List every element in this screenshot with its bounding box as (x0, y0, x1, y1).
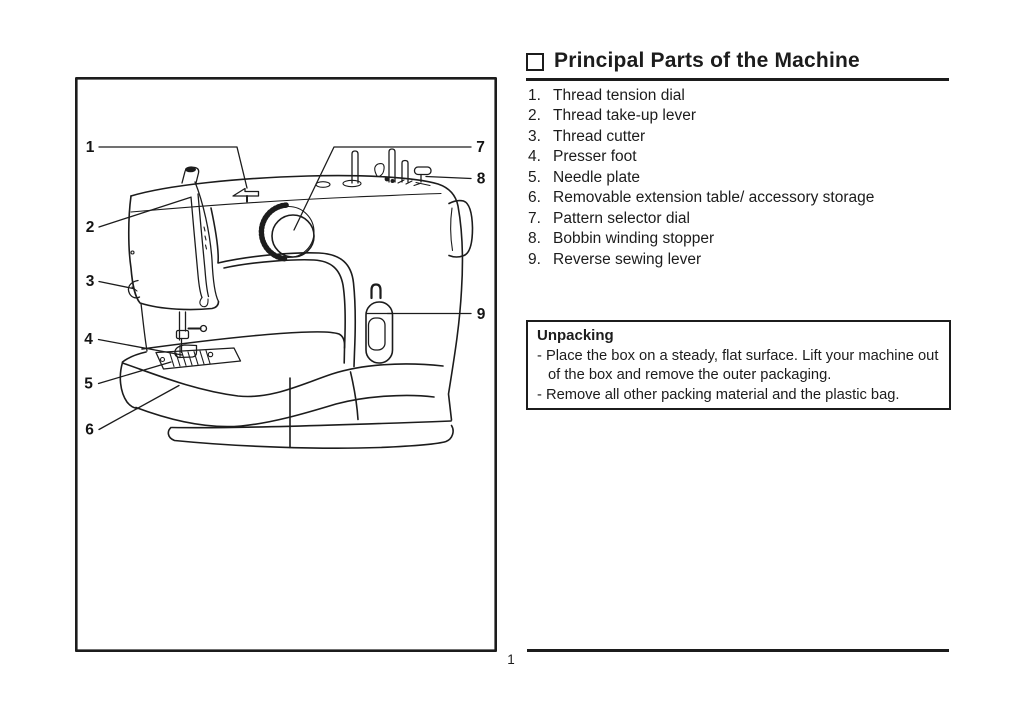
handle-slot (315, 181, 331, 188)
item-label: Needle plate (553, 168, 641, 186)
section-checkbox-icon (526, 52, 544, 71)
unpacking-box: Unpacking - Place the box on a steady, f… (526, 320, 951, 410)
footer-rule (527, 649, 949, 652)
parts-list-item: 6. Removable extension table/ accessory s… (528, 188, 950, 208)
item-label: Thread tension dial (553, 87, 685, 104)
pattern-selector-dial (258, 202, 315, 262)
item-number: 8. (528, 230, 541, 248)
thread-tension-dial (232, 187, 260, 203)
parts-list: 1. Thread tension dial 2. Thread take-up l… (528, 86, 950, 270)
item-label: Removable extension table/ accessory sto… (553, 189, 875, 207)
item-label: Thread cutter (553, 127, 646, 145)
callout-3: 3 (86, 273, 95, 290)
item-number: 6. (528, 189, 541, 207)
callout-1: 1 (86, 139, 95, 156)
bobbin-winding-stopper (413, 166, 432, 187)
item-number: 2. (528, 107, 541, 125)
callout-leader-lines (97, 146, 472, 431)
callout-numbers: 1 2 3 4 5 6 7 8 9 (84, 139, 486, 439)
callout-6: 6 (85, 422, 94, 439)
parts-list-item: 1. Thread tension dial (528, 86, 950, 106)
item-number: 9. (528, 250, 541, 268)
item-label: Pattern selector dial (553, 209, 690, 227)
sewing-machine-diagram: 1 2 3 4 5 6 7 8 9 (75, 77, 497, 653)
extension-table-top-edge (121, 362, 444, 398)
handwheel (448, 199, 474, 258)
callout-5: 5 (84, 376, 93, 393)
parts-list-item: 2. Thread take-up lever (528, 106, 950, 126)
callout-2: 2 (86, 219, 95, 236)
parts-list-item: 8. Bobbin winding stopper (528, 229, 950, 249)
parts-list-item: 3. Thread cutter (528, 127, 950, 147)
item-label: Presser foot (553, 148, 637, 166)
presser-foot-assembly (174, 311, 208, 359)
reverse-sewing-lever (365, 283, 394, 364)
callout-8: 8 (477, 171, 486, 188)
diagram-frame (75, 77, 497, 653)
unpacking-bullet: - Place the box on a steady, flat surfac… (537, 348, 939, 383)
parts-list-item: 7. Pattern selector dial (528, 209, 950, 229)
callout-7: 7 (476, 139, 485, 156)
machine-details (127, 148, 442, 370)
thread-take-up-lever (181, 166, 200, 184)
section-heading: Principal Parts of the Machine (526, 49, 949, 82)
item-number: 3. (528, 127, 541, 145)
callout-9: 9 (477, 306, 486, 323)
needle-plate (155, 347, 242, 370)
unpacking-bullet: - Remove all other packing material and … (537, 386, 900, 403)
callout-4: 4 (84, 331, 93, 348)
machine-body-outline (119, 174, 474, 449)
parts-list-item: 4. Presser foot (528, 147, 950, 167)
page-title: Principal Parts of the Machine (554, 49, 860, 72)
item-number: 7. (528, 209, 541, 227)
item-label: Bobbin winding stopper (553, 230, 715, 248)
handle-slot (342, 179, 362, 188)
unpacking-title: Unpacking (537, 327, 614, 344)
spool-pins (351, 148, 421, 187)
parts-list-item: 5. Needle plate (528, 168, 950, 188)
item-number: 5. (528, 168, 541, 186)
item-label: Reverse sewing lever (553, 250, 702, 268)
page-number: 1 (507, 652, 515, 667)
item-label: Thread take-up lever (553, 107, 697, 125)
item-number: 4. (528, 148, 541, 166)
heading-underline (526, 78, 949, 82)
parts-list-item: 9. Reverse sewing lever (528, 250, 950, 270)
thread-cutter (127, 279, 141, 299)
item-number: 1. (528, 87, 541, 104)
thread-take-up-slot (190, 193, 210, 308)
